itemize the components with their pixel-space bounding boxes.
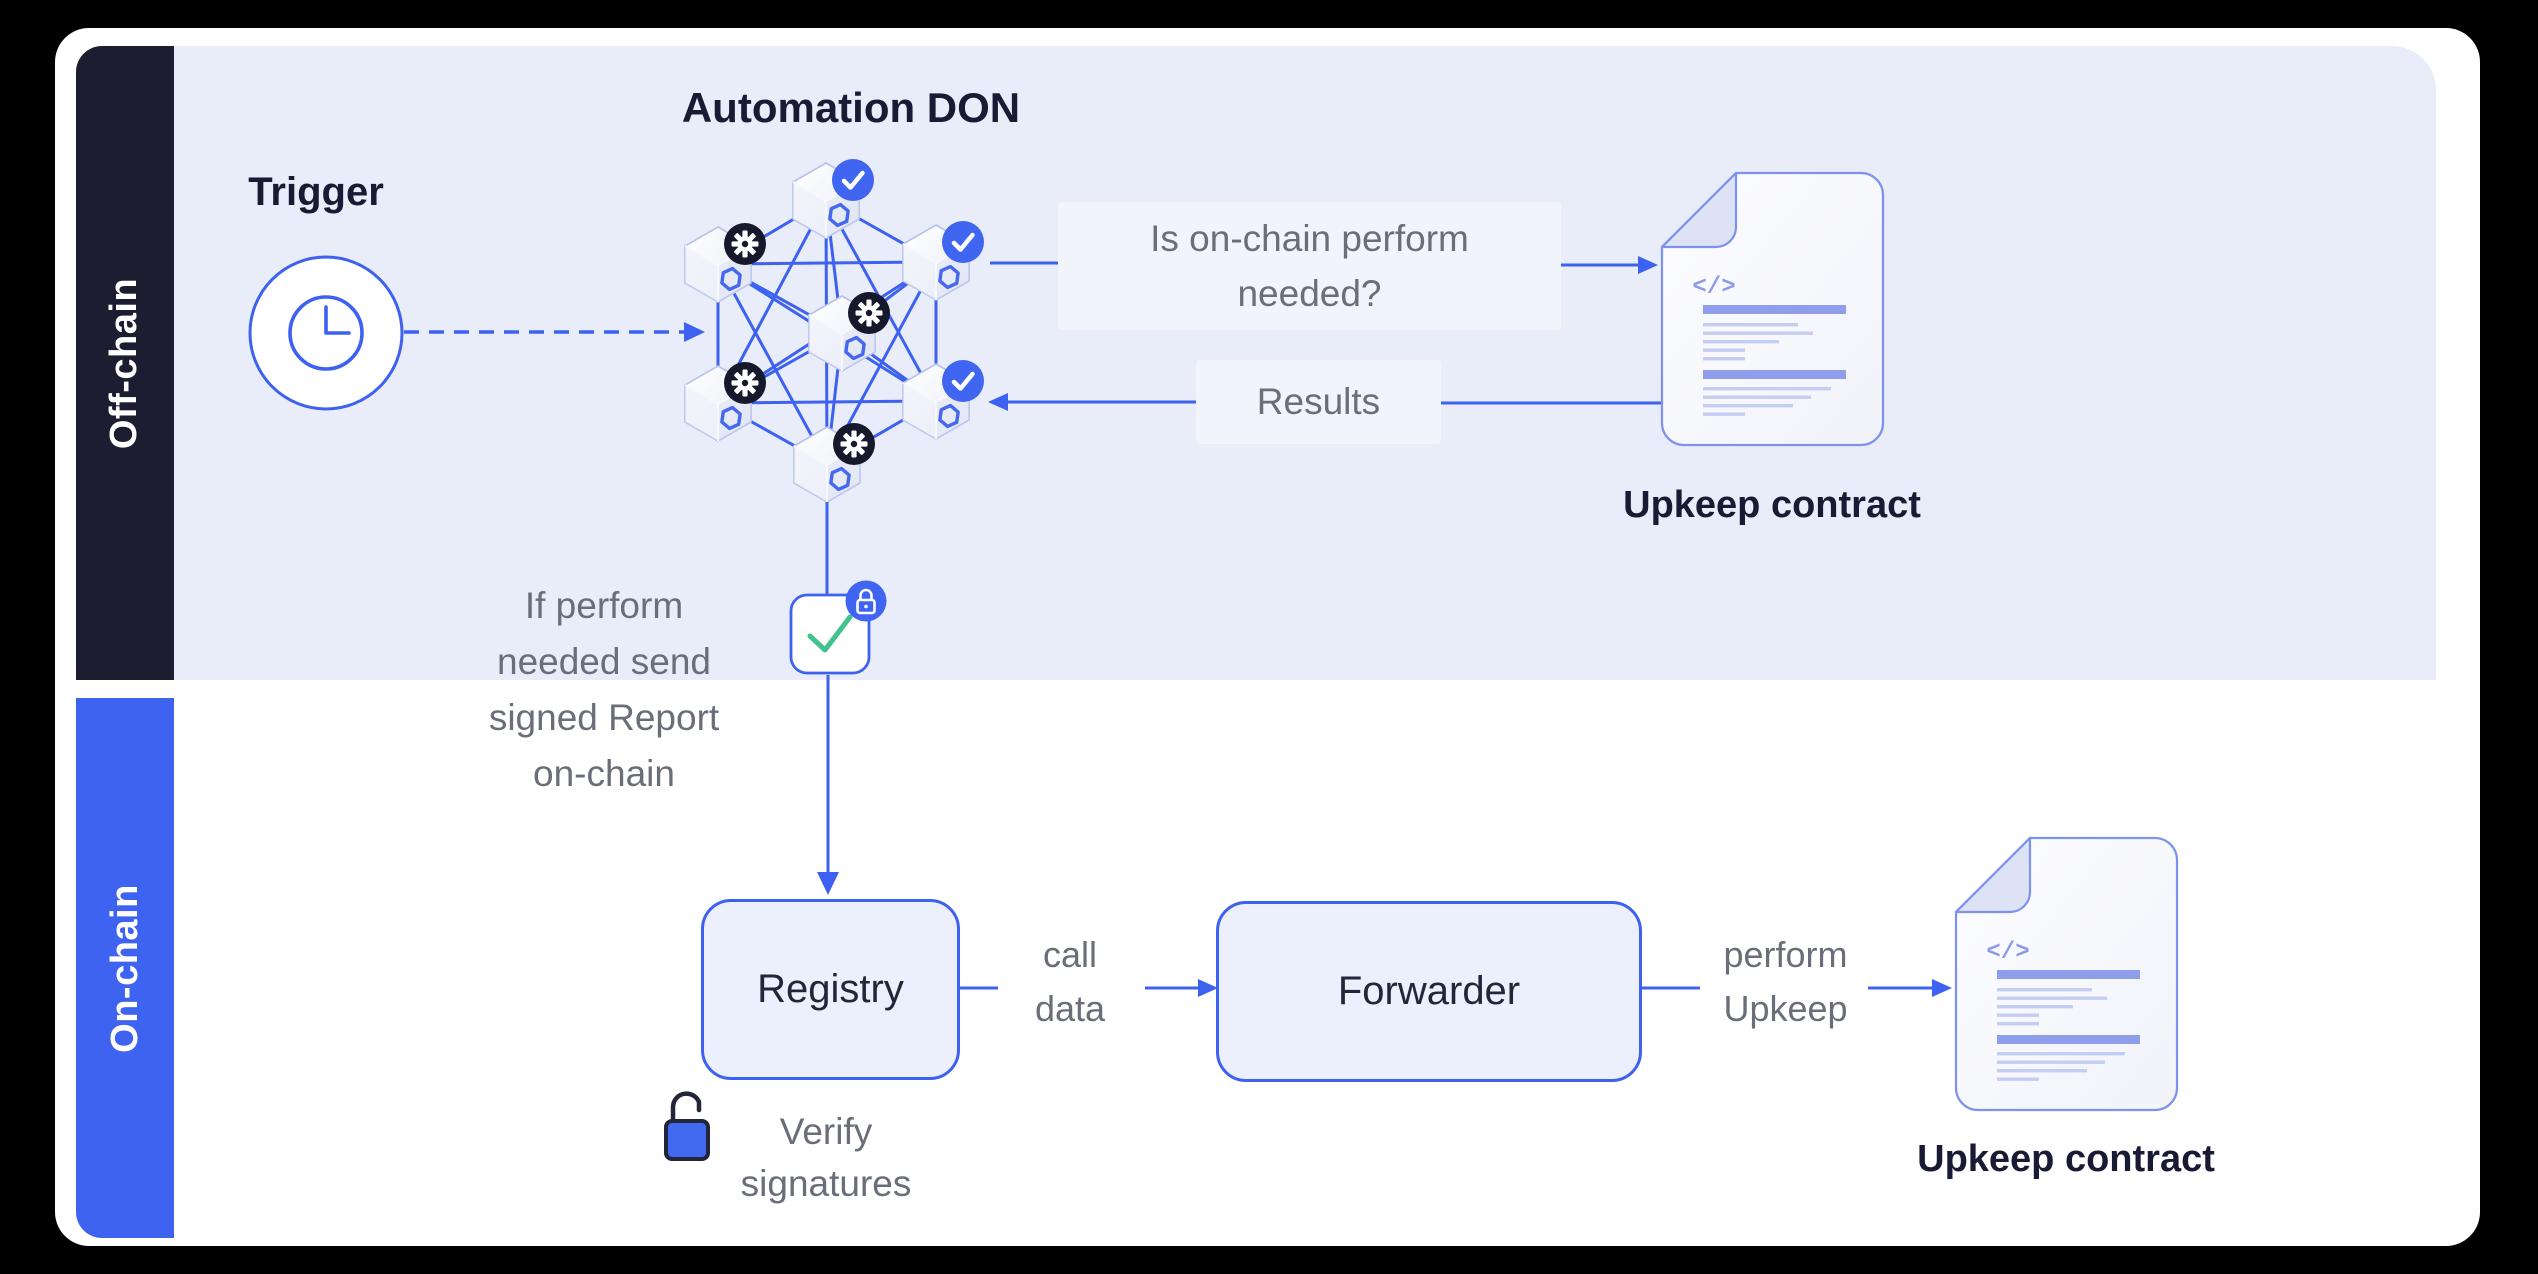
check-badge-icon: [942, 221, 984, 263]
automation-don-title: Automation DON: [681, 84, 1021, 131]
perform-upkeep-label: perform Upkeep: [1723, 934, 1848, 1029]
trigger-label: Trigger: [248, 170, 384, 214]
unlock-icon: [664, 1091, 710, 1161]
gear-badge-icon: [833, 423, 875, 465]
results-label: Results: [1256, 381, 1381, 422]
signed-report-check-icon: [789, 593, 871, 675]
trigger-arrow: [404, 322, 705, 342]
check-badge-icon: [942, 360, 984, 402]
lock-icon: [845, 580, 887, 622]
question-text: Is on-chain perform needed?: [1150, 218, 1469, 314]
report-note: If perform needed send signed Report on-…: [488, 585, 720, 794]
forwarder-label: Forwarder: [1337, 969, 1521, 1013]
question-connectors: [988, 256, 1662, 411]
report-flow: [789, 502, 887, 895]
results-box: Results: [1196, 360, 1441, 444]
gear-badge-icon: [848, 292, 890, 334]
check-badge-icon: [832, 159, 874, 201]
clock-icon: [248, 255, 404, 411]
call-data-label: call data: [1034, 934, 1106, 1029]
onchain-connectors: [955, 979, 1952, 997]
question-box: Is on-chain perform needed?: [1058, 202, 1561, 330]
registry-box: Registry: [701, 899, 960, 1080]
code-document-icon: [1660, 171, 1885, 447]
don-nodes: [683, 161, 971, 504]
gear-badge-icon: [724, 223, 766, 265]
offchain-sidebar: Off-chain: [76, 46, 174, 680]
code-document-icon: [1954, 836, 2179, 1112]
onchain-sidebar: On-chain: [76, 698, 174, 1238]
registry-label: Registry: [757, 967, 904, 1011]
upkeep-contract-label-onchain: Upkeep contract: [1917, 1138, 2215, 1180]
upkeep-contract-label-offchain: Upkeep contract: [1623, 484, 1921, 526]
verify-signatures-label: Verify signatures: [740, 1111, 912, 1204]
gear-badge-icon: [724, 362, 766, 404]
forwarder-box: Forwarder: [1216, 901, 1642, 1082]
